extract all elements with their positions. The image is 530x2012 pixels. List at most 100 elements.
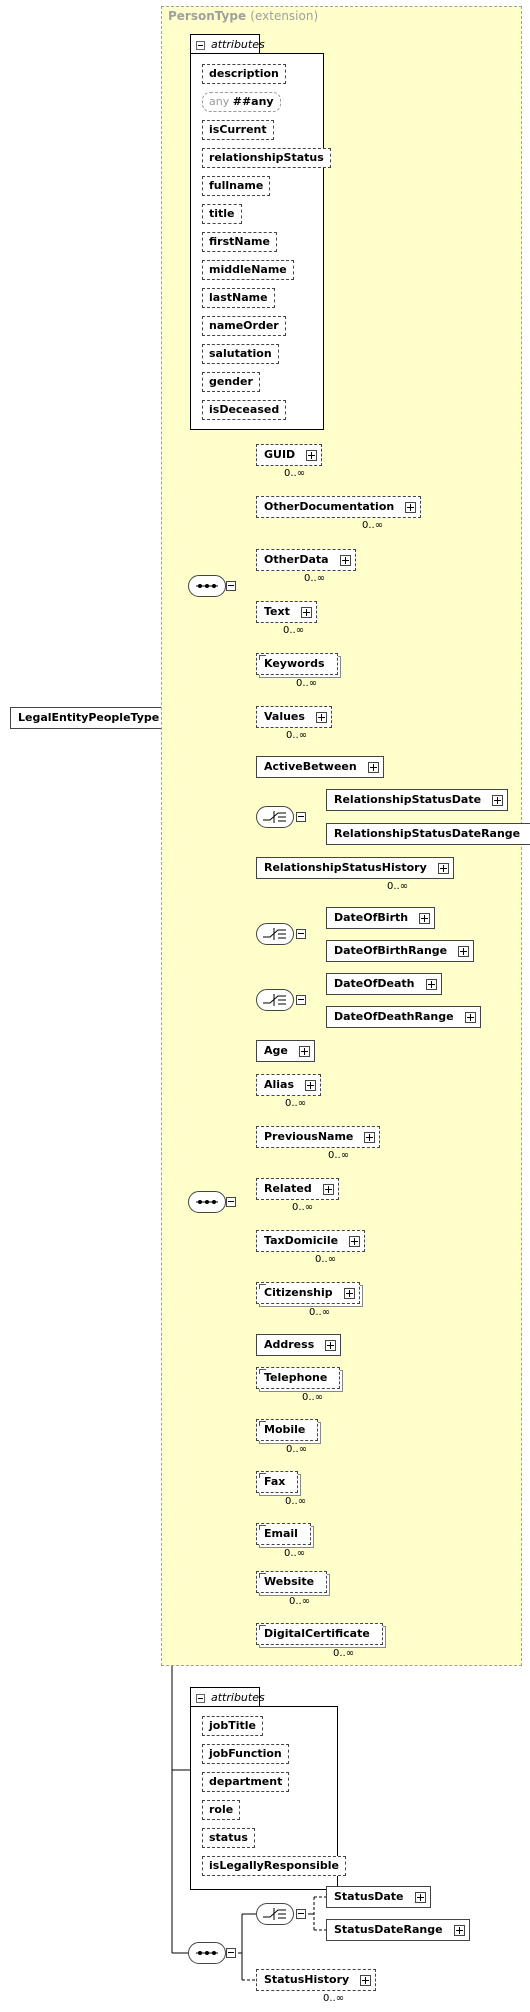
expand-icon[interactable] [305, 1080, 317, 1091]
expand-icon[interactable] [306, 450, 318, 461]
element-relationshipstatushistory[interactable]: RelationshipStatusHistory [256, 857, 454, 879]
element-dateofbirthrange[interactable]: DateOfBirthRange [326, 940, 475, 962]
collapse-icon[interactable] [296, 812, 306, 822]
element-values[interactable]: Values [256, 706, 332, 728]
element-relationshipstatusdate[interactable]: RelationshipStatusDate [326, 789, 509, 811]
collapse-icon[interactable] [226, 581, 236, 591]
element-text[interactable]: Text [256, 601, 317, 623]
attr-department[interactable]: department [202, 1772, 290, 1792]
collapse-icon[interactable] [296, 929, 306, 939]
root-element[interactable]: LegalEntityPeopleType [10, 707, 187, 729]
attr-jobfunction[interactable]: jobFunction [202, 1744, 289, 1764]
expand-icon[interactable] [437, 863, 449, 874]
sequence-compositor[interactable] [188, 1942, 226, 1964]
attr-isdeceased[interactable]: isDeceased [202, 400, 287, 420]
element-statusdaterange[interactable]: StatusDateRange [326, 1919, 470, 1941]
element-relationshipstatusdaterange[interactable]: RelationshipStatusDateRange [326, 823, 530, 845]
element-website[interactable]: Website [256, 1571, 328, 1593]
element-fax[interactable]: Fax [256, 1471, 299, 1493]
collapse-icon[interactable] [196, 1694, 205, 1703]
element-activebetween[interactable]: ActiveBetween [256, 756, 384, 778]
element-dateofbirth[interactable]: DateOfBirth [326, 907, 436, 929]
element-age[interactable]: Age [256, 1040, 315, 1062]
element-address[interactable]: Address [256, 1334, 342, 1356]
attr-gender[interactable]: gender [202, 372, 260, 392]
expand-icon[interactable] [458, 946, 470, 957]
legal-attributes-tab[interactable]: attributes [190, 1687, 265, 1707]
documentation-icon [259, 1525, 266, 1530]
attr-fullname[interactable]: fullname [202, 176, 271, 196]
element-telephone[interactable]: Telephone [256, 1367, 341, 1389]
expand-icon[interactable] [298, 1046, 310, 1057]
element-statushistory[interactable]: StatusHistory [256, 1969, 377, 1991]
element-mobile[interactable]: Mobile [256, 1419, 319, 1441]
expand-icon[interactable] [322, 1184, 334, 1195]
element-citizenship[interactable]: Citizenship [256, 1282, 360, 1304]
collapse-icon[interactable] [296, 1909, 306, 1919]
cardinality: 0..∞ [304, 573, 326, 584]
expand-icon[interactable] [364, 1132, 376, 1143]
attr-middlename[interactable]: middleName [202, 260, 294, 280]
attr-jobtitle[interactable]: jobTitle [202, 1716, 263, 1736]
choice-compositor[interactable] [256, 923, 294, 945]
extension-qualifier: (extension) [250, 9, 319, 23]
attr-salutation[interactable]: salutation [202, 344, 279, 364]
cardinality: 0..∞ [285, 1098, 307, 1109]
attr-any[interactable]: any ##any [202, 92, 281, 112]
choice-compositor[interactable] [256, 989, 294, 1011]
expand-icon[interactable] [360, 1975, 372, 1986]
expand-icon[interactable] [464, 1012, 476, 1023]
expand-icon[interactable] [339, 555, 351, 566]
collapse-icon[interactable] [226, 1197, 236, 1207]
expand-icon[interactable] [492, 795, 504, 806]
expand-icon[interactable] [349, 1236, 361, 1247]
collapse-icon[interactable] [226, 1948, 236, 1958]
attr-islegallyresponsible[interactable]: isLegallyResponsible [202, 1856, 346, 1876]
element-otherdocumentation[interactable]: OtherDocumentation [256, 496, 422, 518]
element-digitalcertificate[interactable]: DigitalCertificate [256, 1623, 383, 1645]
expand-icon[interactable] [425, 979, 437, 990]
choice-compositor[interactable] [256, 1903, 294, 1925]
attr-firstname[interactable]: firstName [202, 232, 277, 252]
person-attributes-tab[interactable]: attributes [190, 34, 265, 54]
cardinality: 0..∞ [289, 1596, 311, 1607]
collapse-icon[interactable] [296, 995, 306, 1005]
element-previousname[interactable]: PreviousName [256, 1126, 381, 1148]
sequence-compositor[interactable] [188, 1191, 226, 1213]
sequence-compositor[interactable] [188, 575, 226, 597]
attr-description[interactable]: description [202, 64, 286, 84]
cardinality: 0..∞ [333, 1648, 355, 1659]
element-guid[interactable]: GUID [256, 444, 323, 466]
expand-icon[interactable] [325, 1340, 337, 1351]
expand-icon[interactable] [419, 913, 431, 924]
expand-icon[interactable] [343, 1288, 355, 1299]
element-dateofdeath[interactable]: DateOfDeath [326, 973, 442, 995]
cardinality: 0..∞ [328, 1150, 350, 1161]
expand-icon[interactable] [453, 1925, 465, 1936]
cardinality: 0..∞ [309, 1307, 331, 1318]
documentation-icon [259, 1473, 266, 1478]
expand-icon[interactable] [300, 607, 312, 618]
expand-icon[interactable] [367, 762, 379, 773]
attr-role[interactable]: role [202, 1800, 241, 1820]
attr-relationshipstatus[interactable]: relationshipStatus [202, 148, 331, 168]
legal-attributes-tab-label: attributes [211, 1691, 265, 1704]
attr-lastname[interactable]: lastName [202, 288, 275, 308]
element-dateofdeathrange[interactable]: DateOfDeathRange [326, 1006, 481, 1028]
element-taxdomicile[interactable]: TaxDomicile [256, 1230, 366, 1252]
element-related[interactable]: Related [256, 1178, 339, 1200]
collapse-icon[interactable] [196, 41, 205, 50]
element-otherdata[interactable]: OtherData [256, 549, 356, 571]
attr-status[interactable]: status [202, 1828, 255, 1848]
attr-nameorder[interactable]: nameOrder [202, 316, 286, 336]
expand-icon[interactable] [405, 502, 417, 513]
element-keywords[interactable]: Keywords [256, 653, 338, 675]
element-alias[interactable]: Alias [256, 1074, 322, 1096]
attr-title[interactable]: title [202, 204, 242, 224]
expand-icon[interactable] [414, 1892, 426, 1903]
element-email[interactable]: Email [256, 1523, 311, 1545]
attr-iscurrent[interactable]: isCurrent [202, 120, 274, 140]
expand-icon[interactable] [315, 712, 327, 723]
choice-compositor[interactable] [256, 806, 294, 828]
element-statusdate[interactable]: StatusDate [326, 1886, 431, 1908]
